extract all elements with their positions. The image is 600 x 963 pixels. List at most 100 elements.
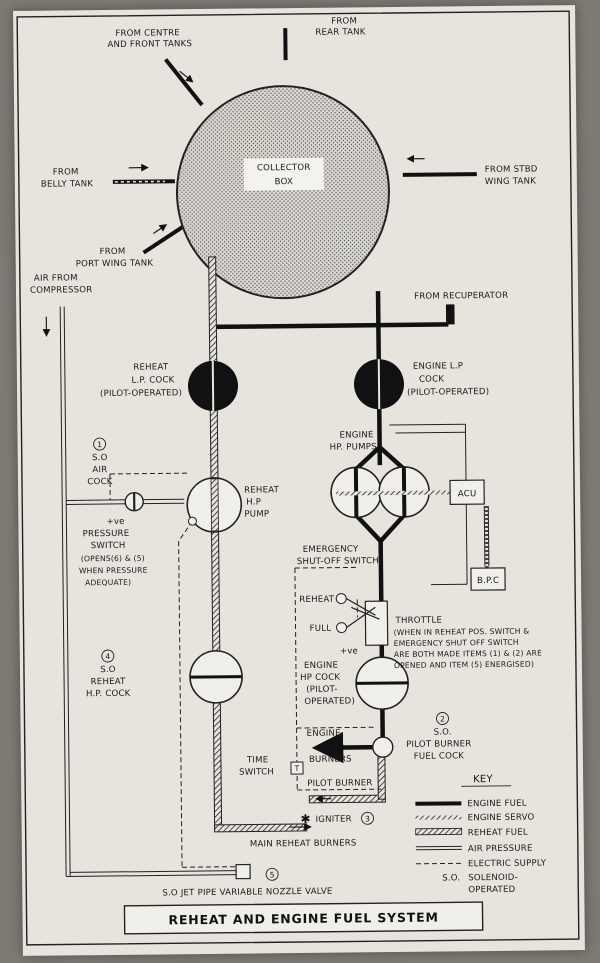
label-pressure-4: (OPENS(6) & (5) [81, 554, 145, 564]
key-so-meaning-2: OPERATED [468, 885, 515, 895]
label-centre-front-1: FROM CENTRE [115, 28, 180, 39]
label-throttle-3: EMERGENCY SHUT OFF SWITCH [394, 638, 519, 648]
key-so-meaning-1: SOLENOID- [468, 873, 518, 884]
num-3: 3 [365, 814, 370, 823]
engine-hp-cock-bar [356, 681, 409, 685]
num-4: 4 [105, 652, 110, 661]
label-air-1: AIR FROM [34, 273, 78, 283]
collector-label-box [243, 157, 324, 191]
servo-hatch-bpc [484, 506, 489, 569]
bpc-box [470, 567, 506, 591]
label-pilot-cock-2: PILOT BURNER [406, 739, 471, 750]
label-engine-lp-2: COCK [419, 374, 444, 384]
label-pressure-1: +ve [106, 517, 124, 527]
bpc-label: B.P.C [477, 576, 499, 586]
label-emergency-1: EMERGENCY [303, 544, 359, 555]
label-pilot-burner: PILOT BURNER [307, 778, 372, 789]
num-5: 5 [270, 870, 275, 879]
diagram-page: COLLECTOR BOX [13, 5, 585, 956]
label-plus-ve: +ve [340, 646, 358, 656]
label-engine-lp-3: (PILOT-OPERATED) [407, 387, 489, 398]
label-pressure-3: SWITCH [91, 541, 126, 551]
engine-lp-cock [353, 359, 404, 410]
key-swatch-reheat-fuel [415, 827, 463, 836]
num-circle-3 [361, 811, 374, 825]
label-pressure-2: PRESSURE [82, 529, 129, 539]
label-hp-pumps-2: HP. PUMPS [330, 442, 377, 452]
so-air-cock [124, 492, 144, 512]
label-so-air-2: AIR [92, 465, 107, 475]
label-time-switch-1: TIME [246, 755, 269, 765]
label-reheat-hp-pump-1: REHEAT [244, 485, 280, 495]
label-throttle-5: OPENED AND ITEM (5) ENERGISED) [394, 660, 534, 670]
num-circle-5 [265, 867, 279, 881]
key-label-air: AIR PRESSURE [468, 844, 533, 855]
time-switch-box [290, 761, 304, 775]
num-circle-4 [101, 649, 115, 663]
label-reheat-lp-2: L.P. COCK [131, 375, 174, 385]
key-heading-underline [461, 785, 512, 787]
key-so-abbrev: S.O. [442, 873, 460, 883]
switch-full-contact [336, 622, 348, 634]
label-so-air-3: COCK [87, 477, 112, 487]
label-belly-2: BELLY TANK [41, 179, 94, 190]
label-so-reheat-hp-2: REHEAT [91, 677, 127, 687]
label-emergency-2: SHUT-OFF SWITCH [297, 556, 379, 567]
so-reheat-hp-cock-bar [190, 675, 243, 679]
labels: FROM CENTRE AND FRONT TANKS FROM REAR TA… [30, 16, 542, 899]
label-reheat-hp-pump-3: PUMP [244, 509, 269, 519]
throttle-body [364, 600, 389, 646]
label-stbd-2: WING TANK [485, 176, 536, 187]
label-nozzle-valve: S.O JET PIPE VARIABLE NOZZLE VALVE [162, 887, 332, 899]
time-switch-mark: T [294, 764, 300, 773]
label-throttle-4: ARE BOTH MADE ITEMS (1) & (2) ARE [394, 648, 542, 659]
label-air-2: COMPRESSOR [30, 285, 93, 296]
title-box [123, 901, 484, 935]
key-legend: KEY ENGINE FUEL ENGINE SERVO REHEAT FUEL… [415, 774, 547, 895]
num-2: 2 [440, 714, 445, 723]
label-engine-hp-cock-1: ENGINE [304, 661, 338, 671]
reheat-lp-cock [188, 360, 239, 411]
label-switch-full: FULL [310, 624, 332, 634]
key-label-electric: ELECTRIC SUPPLY [468, 858, 547, 869]
collector-box [175, 85, 390, 300]
label-engine-burners-2: BURNERS [309, 754, 352, 764]
igniter-star: ✱ [300, 812, 310, 826]
diagram-title: REHEAT AND ENGINE FUEL SYSTEM [168, 910, 438, 928]
label-centre-front-2: AND FRONT TANKS [107, 39, 192, 50]
label-throttle-2: (WHEN IN REHEAT POS. SWITCH & [394, 627, 530, 637]
fuel-system-diagram: COLLECTOR BOX [16, 10, 580, 946]
acu-box [449, 479, 485, 506]
label-main-reheat-burners: MAIN REHEAT BURNERS [250, 838, 357, 849]
hp-pump-servo-link [336, 490, 431, 496]
switch-reheat-contact [335, 593, 347, 605]
label-hp-pumps-1: ENGINE [339, 430, 373, 440]
label-engine-hp-cock-4: OPERATED) [304, 696, 355, 707]
label-so-reheat-hp-3: H.P. COCK [86, 689, 131, 699]
label-pressure-5: WHEN PRESSURE [79, 566, 148, 576]
label-reheat-hp-pump-2: H.P [246, 497, 261, 507]
reheat-fuel-lines [208, 256, 386, 833]
label-port-2: PORT WING TANK [76, 259, 154, 270]
label-belly-1: FROM [53, 167, 79, 177]
num-circle-2 [436, 712, 449, 725]
label-switch-reheat: REHEAT [299, 595, 335, 605]
label-pilot-cock-1: S.O. [434, 727, 452, 737]
label-rear-1: FROM [331, 16, 357, 26]
label-engine-burners-1: ENGINE [307, 729, 341, 739]
nozzle-valve-box [235, 863, 251, 880]
collector-label-1: COLLECTOR [257, 163, 311, 174]
label-pilot-cock-3: FUEL COCK [414, 751, 465, 762]
label-pressure-6: ADEQUATE) [85, 578, 131, 587]
reheat-hp-pump-pipe [210, 478, 219, 532]
label-reheat-lp-1: REHEAT [133, 362, 169, 372]
key-label-engine-fuel: ENGINE FUEL [467, 799, 526, 810]
label-time-switch-2: SWITCH [239, 767, 274, 777]
throttle-levers [345, 597, 380, 629]
key-label-engine-servo: ENGINE SERVO [467, 813, 534, 824]
label-reheat-lp-3: (PILOT-OPERATED) [100, 388, 182, 399]
belly-pipe-hatch [114, 180, 165, 183]
acu-label: ACU [458, 489, 477, 499]
pressure-switch-symbol [187, 516, 197, 526]
outer-frame [16, 10, 580, 946]
